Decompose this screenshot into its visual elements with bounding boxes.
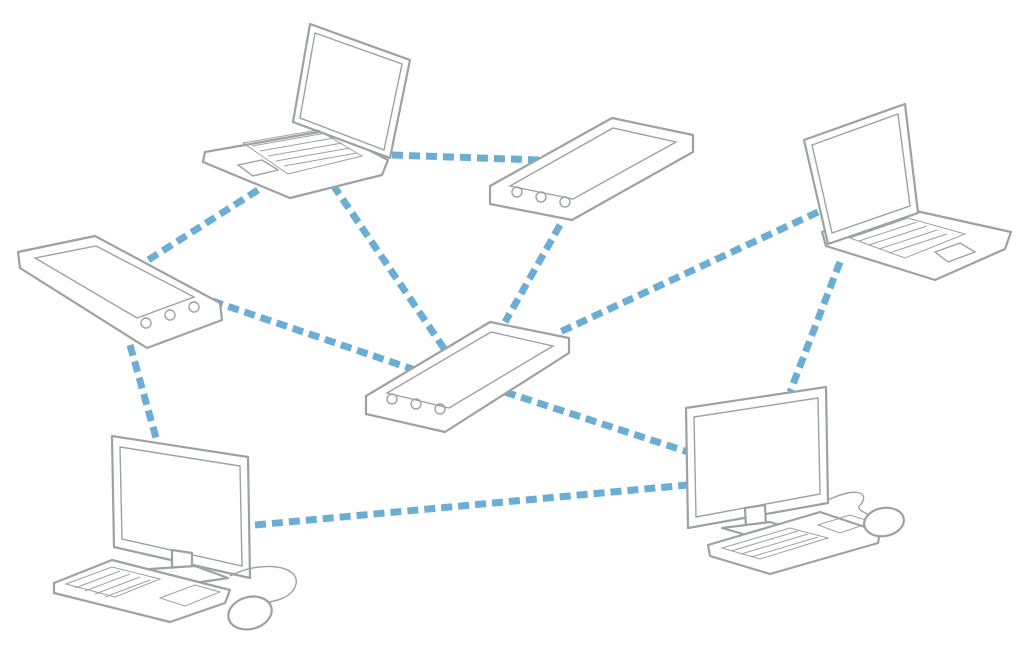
- laptop-icon: [201, 22, 412, 200]
- link-laptop-top-to-phone-top-right: [391, 151, 541, 164]
- phone-icon: [364, 320, 571, 434]
- link-phone-top-right-to-phone-center: [501, 223, 564, 324]
- phone-icon: [488, 116, 695, 222]
- connection-links: [126, 151, 844, 529]
- link-laptop-top-to-phone-center: [330, 183, 448, 352]
- link-laptop-right-to-desktop-right: [786, 260, 844, 394]
- link-laptop-top-to-phone-left: [143, 187, 260, 265]
- desktop-computer-icon: [52, 434, 297, 631]
- phone-icon: [16, 234, 224, 350]
- link-phone-left-to-desktop-left: [126, 344, 162, 446]
- link-desktop-left-to-desktop-right: [254, 481, 689, 529]
- link-phone-center-to-desktop-right: [503, 388, 690, 456]
- link-laptop-right-to-phone-center: [558, 208, 820, 336]
- laptop-icon: [802, 102, 1013, 282]
- desktop-computer-icon: [684, 385, 905, 576]
